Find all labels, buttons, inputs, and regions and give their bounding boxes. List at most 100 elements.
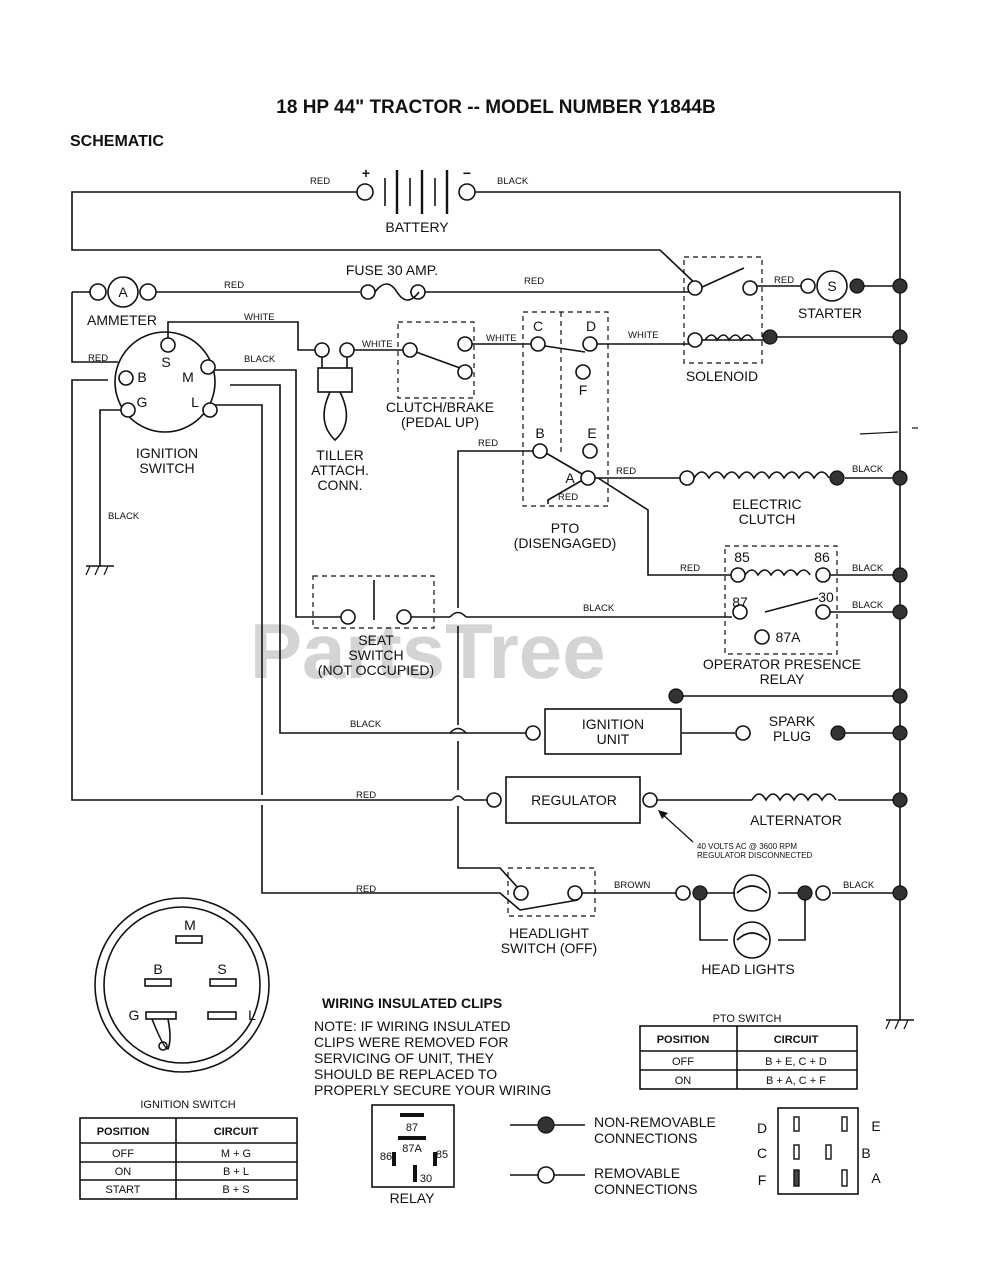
table-cell: M + G (221, 1148, 251, 1160)
table-cell: ON (675, 1075, 692, 1087)
wire-label: BLACK (843, 880, 875, 891)
clips-note-heading: WIRING INSULATED CLIPS (322, 995, 502, 1011)
legend-non-removable: CONNECTIONS (594, 1130, 697, 1146)
wire-label: BROWN (614, 880, 651, 891)
relay-pin: 85 (436, 1149, 448, 1161)
legend-removable: CONNECTIONS (594, 1181, 697, 1197)
relay-terminal-87a: 87A (776, 629, 802, 645)
pto-face-pin: F (758, 1172, 767, 1188)
relay-terminal-30: 30 (818, 589, 834, 605)
table-cell: START (105, 1184, 140, 1196)
wire-label: RED (310, 176, 330, 187)
wire-label: RED (558, 492, 578, 503)
clutch-brake-switch: CLUTCH/BRAKE (PEDAL UP) (386, 321, 494, 430)
table-header: POSITION (97, 1126, 150, 1138)
table-cell: B + A, C + F (766, 1075, 826, 1087)
table-cell: B + E, C + D (765, 1056, 827, 1068)
wire-label: RED (478, 438, 498, 449)
starter-symbol: S (827, 278, 836, 294)
pto-terminal-c: C (533, 318, 543, 334)
headlight-switch: HEADLIGHT SWITCH (OFF) (501, 867, 597, 956)
clips-note-line: SHOULD BE REPLACED TO (314, 1066, 497, 1082)
wiring-clips-note: WIRING INSULATED CLIPS NOTE: IF WIRING I… (314, 995, 551, 1098)
solenoid-label: SOLENOID (686, 368, 758, 384)
electric-clutch-label-1: ELECTRIC (732, 496, 801, 512)
battery-negative-terminal (458, 183, 476, 201)
tiller-label-3: CONN. (317, 477, 362, 493)
battery-label: BATTERY (385, 219, 449, 235)
fuse: FUSE 30 AMP. (346, 262, 438, 301)
pto-face-pin: A (871, 1170, 881, 1186)
ignition-switch-label-1: IGNITION (136, 445, 198, 461)
pto-face-pin: B (861, 1145, 870, 1161)
clutch-brake-label-2: (PEDAL UP) (401, 414, 479, 430)
pto-face-pin: C (757, 1145, 767, 1161)
pto-table: PTO SWITCH POSITION CIRCUIT OFF B + E, C… (639, 1013, 858, 1090)
head-lights-label: HEAD LIGHTS (701, 961, 794, 977)
ignition-terminal-l: L (191, 394, 199, 410)
relay-label-2: RELAY (760, 671, 806, 687)
head-lights: HEAD LIGHTS (675, 874, 831, 977)
solenoid: SOLENOID (683, 256, 778, 384)
ammeter: A AMMETER (87, 276, 157, 328)
clips-note-line: PROPERLY SECURE YOUR WIRING (314, 1082, 551, 1098)
pto-face-pin: E (871, 1118, 880, 1134)
fuse-label: FUSE 30 AMP. (346, 262, 438, 278)
starter-label: STARTER (798, 305, 862, 321)
table-cell: ON (115, 1166, 132, 1178)
wire-label: BLACK (852, 464, 884, 475)
tiller-label-1: TILLER (316, 447, 363, 463)
relay-terminal-87: 87 (732, 594, 748, 610)
battery-plus-sign: + (362, 165, 370, 181)
ignition-unit: IGNITION UNIT SPARK PLUG (525, 688, 846, 755)
right-rail-nodes (892, 278, 908, 901)
wire-label: BLACK (350, 719, 382, 730)
wire-label: BLACK (497, 176, 529, 187)
table-cell: OFF (112, 1148, 134, 1160)
seat-switch-label-3: (NOT OCCUPIED) (318, 662, 434, 678)
seat-switch-label-2: SWITCH (348, 647, 403, 663)
regulator: REGULATOR (486, 776, 658, 824)
wire-label: RED (680, 563, 700, 574)
electric-clutch: ELECTRIC CLUTCH (679, 470, 908, 527)
seat-switch: SEAT SWITCH (NOT OCCUPIED) (312, 575, 435, 678)
battery: + − BATTERY (356, 165, 476, 235)
legend-removable: REMOVABLE (594, 1165, 680, 1181)
pto-terminal-a: A (565, 470, 575, 486)
table-cell: B + S (222, 1184, 249, 1196)
ignition-switch: S B M G L IGNITION SWITCH (114, 331, 218, 476)
ignition-terminal-m: M (182, 369, 194, 385)
ignition-terminal-b: B (137, 369, 146, 385)
ammeter-label: AMMETER (87, 312, 157, 328)
seat-switch-label-1: SEAT (358, 632, 394, 648)
spark-plug-label-1: SPARK (769, 713, 816, 729)
relay-detail-label: RELAY (390, 1190, 436, 1206)
relay-label-1: OPERATOR PRESENCE (703, 656, 861, 672)
face-pin-s: S (217, 961, 226, 977)
relay-terminal-86: 86 (814, 549, 830, 565)
electric-clutch-label-2: CLUTCH (739, 511, 796, 527)
wire-label: WHITE (362, 339, 393, 350)
wire-color-labels: RED BLACK RED RED RED WHITE WHITE WHITE … (88, 176, 884, 895)
relay-pin: 86 (380, 1151, 392, 1163)
wire-label: BLACK (244, 354, 276, 365)
wire-label: BLACK (852, 563, 884, 574)
clutch-brake-label-1: CLUTCH/BRAKE (386, 399, 494, 415)
ignition-terminal-g: G (137, 394, 148, 410)
wire-label: WHITE (486, 333, 517, 344)
tiller-label-2: ATTACH. (311, 462, 369, 478)
wire-label: BLACK (583, 603, 615, 614)
wire-label: BLACK (108, 511, 140, 522)
alternator-note-1: 40 VOLTS AC @ 3600 RPM (697, 842, 797, 851)
tiller-attach-connector: TILLER ATTACH. CONN. (311, 342, 369, 493)
wire-label: WHITE (628, 330, 659, 341)
pto-switch-face: D C F E B A (757, 1107, 881, 1195)
clips-note-line: SERVICING OF UNIT, THEY (314, 1050, 495, 1066)
pto-terminal-d: D (586, 318, 596, 334)
table-header: CIRCUIT (774, 1034, 819, 1046)
schematic-subtitle: SCHEMATIC (70, 133, 164, 150)
starter: S STARTER (798, 270, 865, 321)
ammeter-symbol: A (118, 284, 128, 300)
wire-label: RED (774, 275, 794, 286)
pto-label-1: PTO (551, 520, 580, 536)
